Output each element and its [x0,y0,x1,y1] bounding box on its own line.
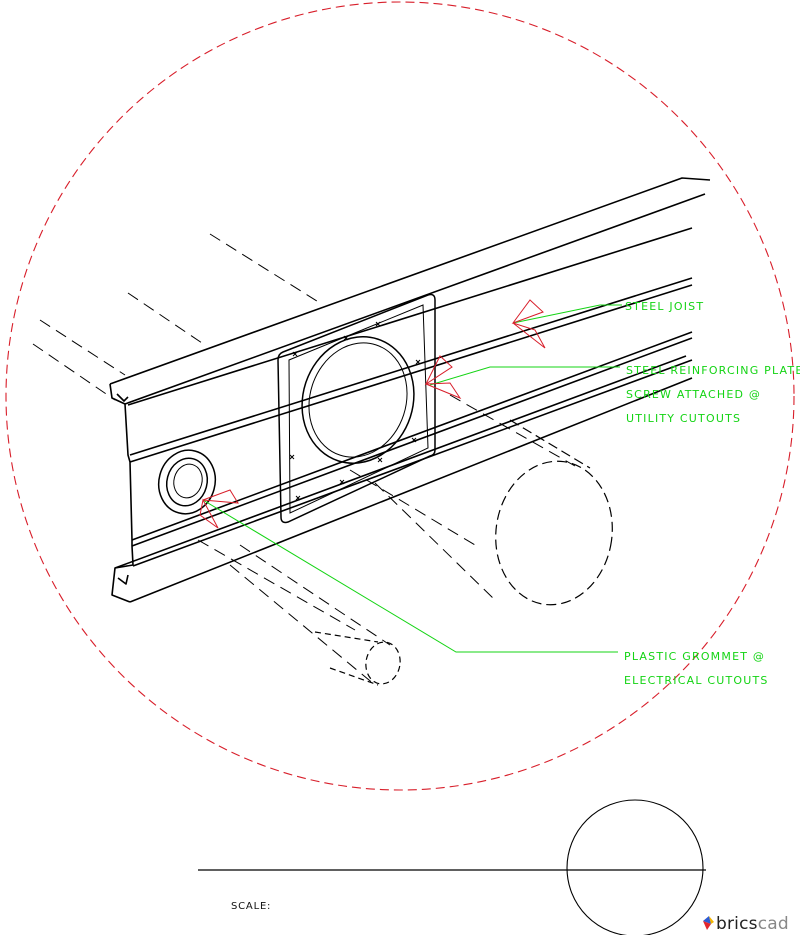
duct-pipe [495,419,613,606]
steel-joist [109,177,711,603]
callout-steel-joist: STEEL JOIST [625,300,705,313]
callout-reinforcing-plate-line1: STEEL REINFORCING PLATE, [626,364,800,377]
callout-grommet-line2: ELECTRICAL CUTOUTS [624,674,769,687]
hidden-lines [32,233,576,686]
title-block [198,799,706,935]
callout-reinforcing-plate-line3: UTILITY CUTOUTS [626,412,742,425]
scale-label: SCALE: [231,901,272,912]
reinforcing-plate [277,293,436,524]
brand-name-bold: brics [716,914,758,934]
callout-reinforcing-plate-line2: SCREW ATTACHED @ [626,388,762,401]
brand-name-light: cad [757,914,789,934]
callout-grommet-line1: PLASTIC GROMMET @ [624,650,766,663]
plastic-grommet [157,449,217,515]
leader-lines [202,304,622,653]
arrowheads [199,299,546,529]
conduit-pipe [314,631,401,686]
detail-boundary-circle [5,1,795,791]
bricscad-logo-mark [703,916,714,930]
